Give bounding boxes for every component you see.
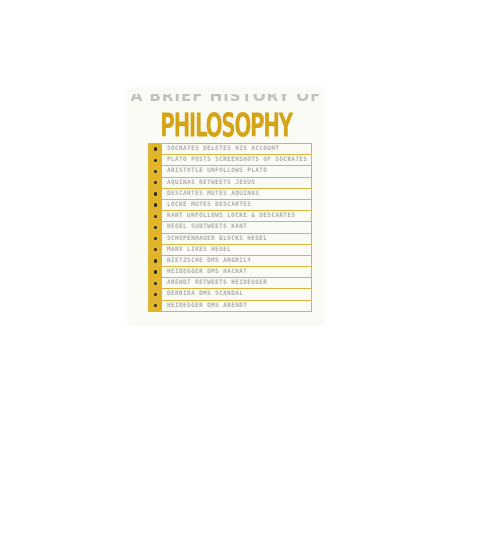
bullet-cell <box>149 255 162 267</box>
bullet-dot-icon <box>154 270 158 274</box>
bullet-cell <box>149 199 162 211</box>
bullet-dot-icon <box>154 248 158 252</box>
timeline-row: ARISTOTLE UNFOLLOWS PLATO <box>148 166 312 178</box>
bullet-cell <box>149 211 162 222</box>
bullet-dot-icon <box>154 236 158 241</box>
row-text: MARX LIKES HEGEL <box>167 245 232 253</box>
timeline-row: SOCRATES DELETES HIS ACCOUNT <box>148 144 312 156</box>
bullet-dot-icon <box>154 180 158 185</box>
bullet-dot-icon <box>154 147 158 151</box>
row-text: LOCKE MUTES DESCARTES <box>167 200 252 208</box>
row-text: PLATO POSTS SCREENSHOTS OF SOCRATES <box>167 156 308 164</box>
bullet-dot-icon <box>154 304 158 308</box>
title: PHILOSOPHY <box>160 106 293 145</box>
bullet-cell <box>149 166 162 177</box>
shirt-design: A BRIEF HISTORY OF PHILOSOPHY SOCRATES D… <box>128 88 324 324</box>
row-text: NIETZSCHE DMS ANGRILY <box>167 256 252 264</box>
timeline-row: HEIDEGGER DMS HACHAT <box>148 267 312 279</box>
row-text: HEIDEGGER DMS HACHAT <box>167 268 248 276</box>
row-text: DESCARTES MUTES AQUINAS <box>167 189 260 197</box>
timeline-row: PLATO POSTS SCREENSHOTS OF SOCRATES <box>148 155 312 167</box>
bullet-cell <box>149 188 162 199</box>
bullet-cell <box>149 244 162 255</box>
row-text: KANT UNFOLLOWS LOCKE & DESCARTES <box>167 212 296 220</box>
row-text: AQUINAS RETWEETS JESUS <box>167 178 256 186</box>
bullet-dot-icon <box>154 281 158 286</box>
timeline-row: HEGEL SUBTWEETS KANT <box>148 222 312 234</box>
timeline-row: ARENDT RETWEETS HEIDEGGER <box>148 278 312 290</box>
bullet-dot-icon <box>154 158 158 162</box>
bullet-dot-icon <box>154 169 158 174</box>
bullet-dot-icon <box>154 225 158 230</box>
timeline-row: KANT UNFOLLOWS LOCKE & DESCARTES <box>148 211 312 223</box>
row-text: SCHOPENHAUER BLOCKS HEGEL <box>167 234 268 242</box>
timeline-row: LOCKE MUTES DESCARTES <box>148 199 312 212</box>
bullet-cell <box>149 177 162 188</box>
bullet-dot-icon <box>154 192 158 196</box>
timeline-row: NIETZSCHE DMS ANGRILY <box>148 255 312 268</box>
row-text: SOCRATES DELETES HIS ACCOUNT <box>167 145 280 152</box>
timeline-row: HEIDEGGER DMS ARENDT <box>148 300 312 312</box>
bullet-dot-icon <box>154 203 158 207</box>
bullet-cell <box>149 144 162 155</box>
timeline-row: MARX LIKES HEGEL <box>148 244 312 256</box>
timeline-row: DESCARTES MUTES AQUINAS <box>148 188 312 200</box>
bullet-cell <box>149 278 162 289</box>
bullet-cell <box>149 300 162 311</box>
bullet-dot-icon <box>154 259 158 263</box>
bullet-dot-icon <box>154 214 158 218</box>
timeline-row: AQUINAS RETWEETS JESUS <box>148 177 312 189</box>
row-text: ARENDT RETWEETS HEIDEGGER <box>167 279 268 287</box>
bullet-cell <box>149 267 162 278</box>
bullet-cell <box>149 289 162 300</box>
row-text: HEGEL SUBTWEETS KANT <box>167 223 248 231</box>
bullet-cell <box>149 233 162 244</box>
row-text: ARISTOTLE UNFOLLOWS PLATO <box>167 167 268 175</box>
bullet-dot-icon <box>154 292 158 297</box>
subtitle: A BRIEF HISTORY OF <box>130 94 322 105</box>
bullet-cell <box>149 155 162 166</box>
bullet-cell <box>149 222 162 233</box>
timeline-grid: SOCRATES DELETES HIS ACCOUNT PLATO POSTS … <box>148 143 312 312</box>
timeline-row: SCHOPENHAUER BLOCKS HEGEL <box>148 233 312 245</box>
row-text: HEIDEGGER DMS ARENDT <box>167 301 248 309</box>
row-text: DERRIDA DMS SCANDAL <box>167 290 244 298</box>
timeline-row: DERRIDA DMS SCANDAL <box>148 289 312 301</box>
